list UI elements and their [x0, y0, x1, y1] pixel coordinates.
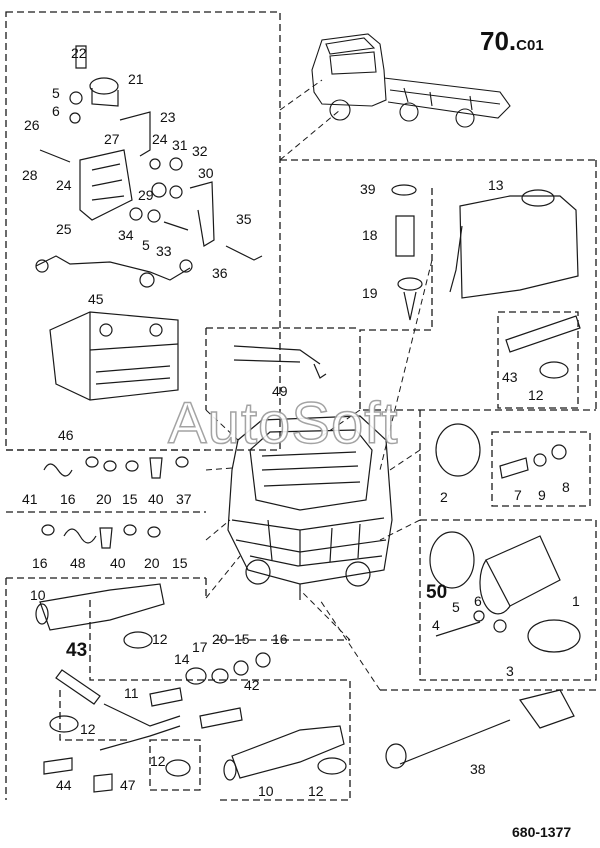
- hardware-row-2-illustration: [41, 524, 161, 549]
- callout-20: 20: [96, 491, 112, 507]
- callout-32: 32: [192, 143, 208, 159]
- wire-harness-illustration: [233, 345, 327, 379]
- callout-4: 4: [432, 617, 440, 633]
- callout-20: 20: [212, 631, 228, 647]
- callout-12: 12: [80, 721, 96, 737]
- callout-33: 33: [156, 243, 172, 259]
- leader-lines: [205, 79, 433, 691]
- connector-cable-illustration: [385, 689, 575, 769]
- washer-reservoir-illustration: [391, 184, 579, 321]
- callout-24: 24: [56, 177, 72, 193]
- callout-18: 18: [362, 227, 378, 243]
- callout-35: 35: [236, 211, 252, 227]
- callout-49: 49: [272, 383, 288, 399]
- callout-23: 23: [160, 109, 176, 125]
- callout-38: 38: [470, 761, 486, 777]
- page-title: 70.C01: [480, 26, 544, 56]
- callout-14: 14: [174, 651, 190, 667]
- callout-15: 15: [234, 631, 250, 647]
- callout-30: 30: [198, 165, 214, 181]
- callout-8: 8: [562, 479, 570, 495]
- callout-5: 5: [452, 599, 460, 615]
- callout-6: 6: [474, 593, 482, 609]
- callout-13: 13: [488, 177, 504, 193]
- callout-42: 42: [244, 677, 260, 693]
- callout-27: 27: [104, 131, 120, 147]
- hose-and-clamp-illustration: [505, 315, 581, 379]
- battery-illustration: [49, 311, 179, 401]
- lower-hose-assembly-illustration: [35, 583, 347, 793]
- small-truck-illustration: [311, 33, 511, 128]
- callout-24: 24: [152, 131, 168, 147]
- callout-22: 22: [71, 45, 87, 61]
- callout-50: 50: [426, 582, 448, 603]
- callout-48: 48: [70, 555, 86, 571]
- battery-cable-illustration: [35, 255, 193, 288]
- callout-12: 12: [528, 387, 544, 403]
- drawing-number: 680-1377: [512, 824, 572, 840]
- callout-17: 17: [192, 639, 208, 655]
- group-borders: [5, 11, 597, 801]
- callout-31: 31: [172, 137, 188, 153]
- callout-21: 21: [128, 71, 144, 87]
- callout-29: 29: [138, 187, 154, 203]
- callout-16: 16: [32, 555, 48, 571]
- callout-16: 16: [272, 631, 288, 647]
- callout-41: 41: [22, 491, 38, 507]
- callout-11: 11: [124, 685, 139, 701]
- callout-12: 12: [308, 783, 324, 799]
- callout-15: 15: [172, 555, 188, 571]
- callout-1: 1: [572, 593, 580, 609]
- callout-16: 16: [60, 491, 76, 507]
- callout-43: 43: [502, 369, 518, 385]
- callout-26: 26: [24, 117, 40, 133]
- callout-20: 20: [144, 555, 160, 571]
- hardware-row-1-illustration: [43, 456, 189, 479]
- callout-12: 12: [152, 631, 168, 647]
- callout-47: 47: [120, 777, 136, 793]
- callout-3: 3: [506, 663, 514, 679]
- callout-2: 2: [440, 489, 448, 505]
- callout-40: 40: [148, 491, 164, 507]
- callout-43: 43: [66, 640, 88, 661]
- callout-10: 10: [258, 783, 274, 799]
- callout-6: 6: [52, 103, 60, 119]
- callout-40: 40: [110, 555, 126, 571]
- callout-12: 12: [150, 753, 166, 769]
- callout-39: 39: [360, 181, 376, 197]
- callout-45: 45: [88, 291, 104, 307]
- callout-15: 15: [122, 491, 138, 507]
- callout-5: 5: [52, 85, 60, 101]
- callout-36: 36: [212, 265, 228, 281]
- callout-44: 44: [56, 777, 72, 793]
- callout-25: 25: [56, 221, 72, 237]
- isolator-switch-illustration: [39, 45, 263, 261]
- truck-cab-illustration: [227, 415, 393, 600]
- lamp-assembly-illustration: [435, 423, 567, 479]
- watermark: AutoSoft: [167, 390, 399, 457]
- callout-5: 5: [142, 237, 150, 253]
- callout-46: 46: [58, 427, 74, 443]
- callout-37: 37: [176, 491, 192, 507]
- headlight-illustration: [429, 531, 581, 653]
- callout-34: 34: [118, 227, 134, 243]
- callout-10: 10: [30, 587, 46, 603]
- callout-7: 7: [514, 487, 522, 503]
- callout-9: 9: [538, 487, 546, 503]
- callout-28: 28: [22, 167, 38, 183]
- callout-19: 19: [362, 285, 378, 301]
